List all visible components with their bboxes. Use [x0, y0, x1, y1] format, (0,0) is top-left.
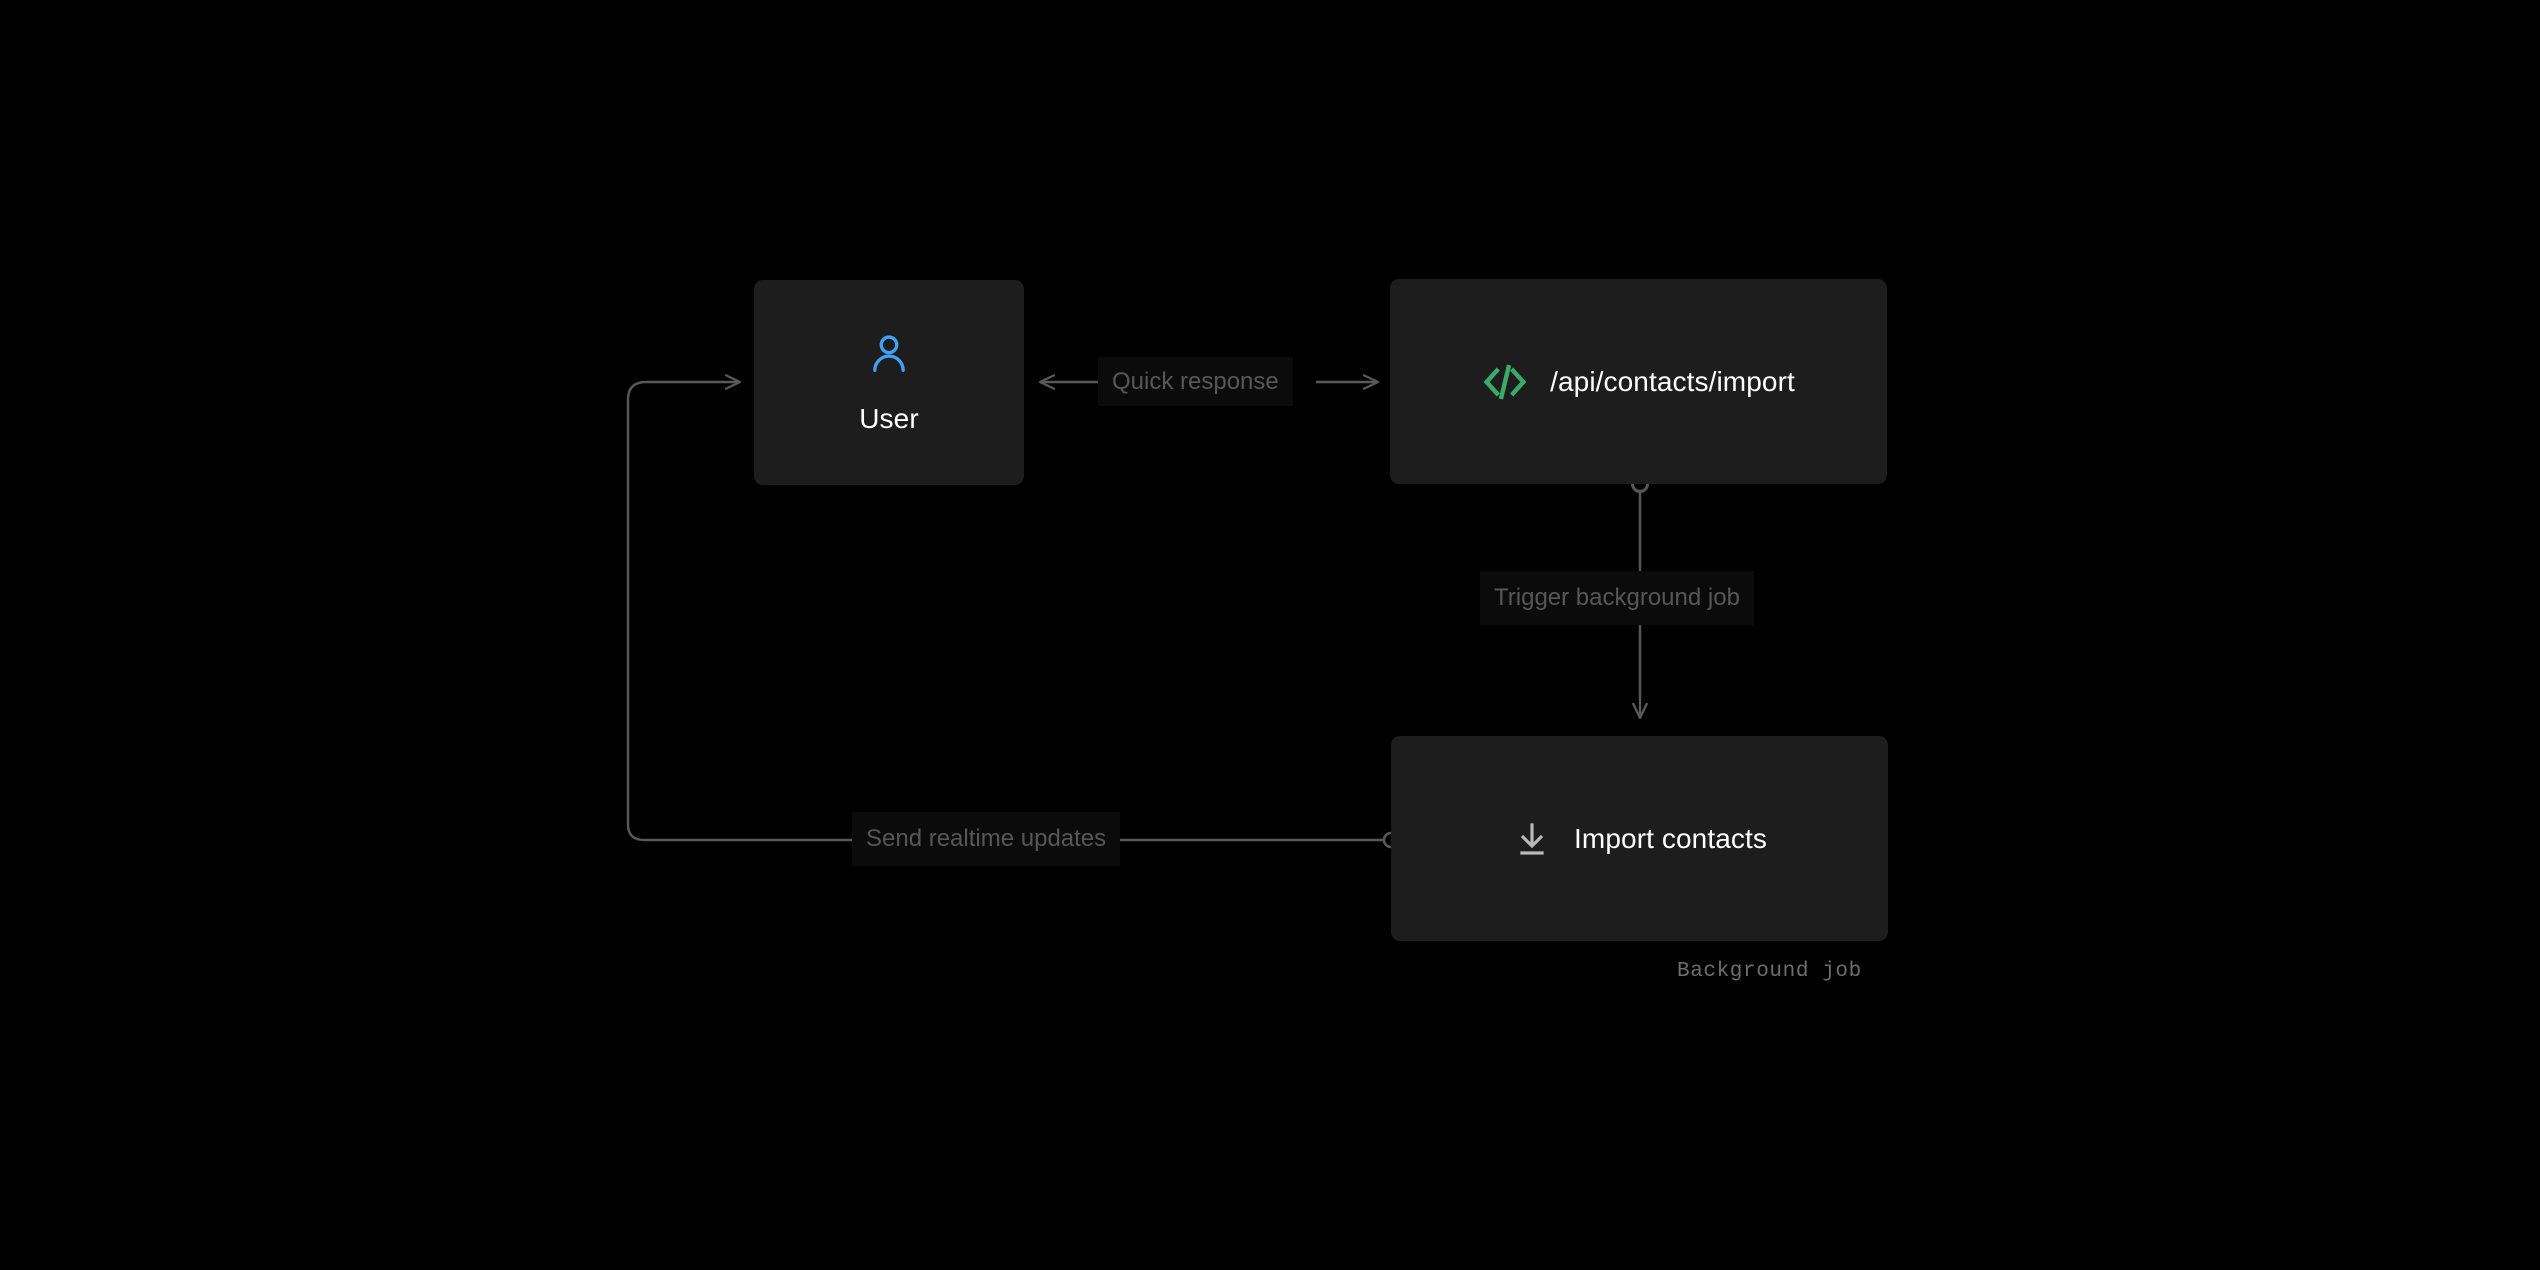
- background-job-caption: Background job: [1677, 960, 1862, 983]
- node-import-content: Import contacts: [1512, 819, 1767, 859]
- edge-label-send-realtime-updates: Send realtime updates: [852, 812, 1121, 866]
- download-icon: [1520, 822, 1544, 855]
- node-user[interactable]: User: [754, 280, 1024, 485]
- user-icon: [873, 334, 905, 372]
- node-api-content: /api/contacts/import: [1482, 362, 1795, 402]
- node-user-label: User: [859, 402, 919, 434]
- edge-label-quick-response: Quick response: [1098, 357, 1293, 406]
- code-brackets-icon: [1483, 363, 1527, 400]
- edge-label-trigger-background-job: Trigger background job: [1480, 571, 1754, 625]
- node-api-label: /api/contacts/import: [1550, 365, 1795, 397]
- node-import-contacts[interactable]: Import contacts: [1391, 736, 1888, 941]
- node-user-content: User: [859, 331, 919, 435]
- node-api-endpoint[interactable]: /api/contacts/import: [1390, 279, 1887, 484]
- node-import-label: Import contacts: [1574, 822, 1767, 854]
